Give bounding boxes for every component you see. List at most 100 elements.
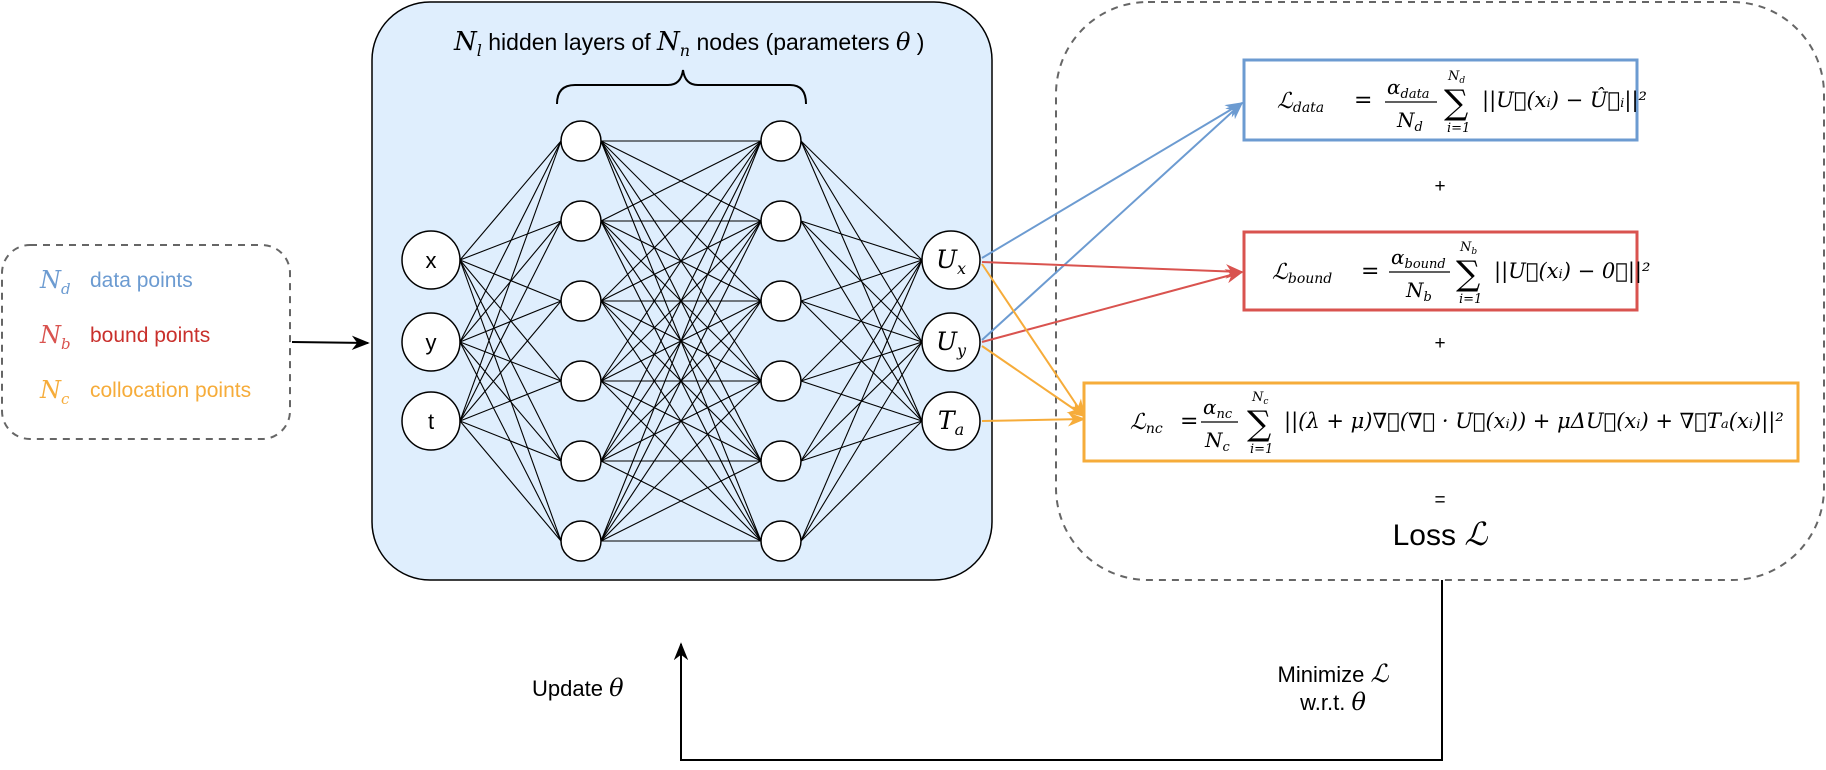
inputs-legend-box [1, 244, 291, 440]
svg-text:||U⃗(xᵢ) − 0⃗||²: ||U⃗(xᵢ) − 0⃗||² [1494, 259, 1650, 284]
hidden-node-layer2-2 [760, 200, 802, 242]
arrow-uy-to-data-loss [981, 101, 1244, 341]
svg-text:x: x [426, 248, 437, 273]
svg-text:Uy: Uy [936, 327, 967, 360]
svg-text:Nc: Nc [1251, 390, 1268, 407]
connection [600, 460, 762, 542]
connection [459, 140, 562, 422]
bound-loss-formula: ℒbound = αbound Nb Nb ∑ i=1 ||U⃗(xᵢ) − 0… [1272, 240, 1650, 307]
arrow-ux-to-nc-loss [981, 263, 1086, 418]
connection [600, 300, 762, 542]
svg-text:=: = [1180, 409, 1198, 434]
arrow-ta-to-nc-loss [981, 412, 1086, 427]
network-connections [459, 140, 923, 542]
connection [600, 140, 762, 462]
legend-bound-label: bound points [90, 324, 210, 347]
connection [459, 420, 562, 542]
connection [800, 341, 923, 542]
connection [800, 220, 923, 261]
arrow-inputs-to-network [291, 335, 370, 350]
connection [600, 140, 762, 302]
svg-text:Ux: Ux [936, 245, 966, 278]
connection [600, 140, 762, 222]
connection [800, 259, 923, 302]
hidden-node-layer2-3 [760, 280, 802, 322]
bound-loss-box [1242, 230, 1639, 312]
svg-text:Ta: Ta [938, 406, 964, 439]
svg-text:Nd: Nd [1447, 69, 1465, 86]
svg-text:||U⃗(xᵢ) − Û⃗ᵢ||²: ||U⃗(xᵢ) − Û⃗ᵢ||² [1482, 87, 1647, 113]
legend-data-points: Nd data points [39, 266, 193, 298]
connection [800, 259, 923, 462]
total-loss-label: Loss ℒ [1393, 515, 1489, 553]
input-node-y: y [401, 312, 461, 372]
hidden-node-layer1-4 [560, 360, 602, 402]
hidden-layers [560, 120, 802, 562]
hidden-layers-brace [556, 69, 807, 105]
connection [600, 140, 762, 382]
data-loss-box [1242, 58, 1639, 142]
connection [459, 300, 562, 422]
svg-text:Nb: Nb [1405, 278, 1432, 305]
minimize-loss-label: Minimize ℒ [1278, 659, 1390, 688]
output-node-ux: Ux [921, 230, 981, 290]
legend-collocation-points: Nc collocation points [39, 376, 251, 408]
svg-text:αnc: αnc [1203, 395, 1233, 422]
svg-text:αdata: αdata [1387, 75, 1430, 102]
svg-text:αbound: αbound [1391, 245, 1446, 272]
connection [600, 140, 762, 542]
arrow-ux-to-data-loss [981, 102, 1244, 259]
plus-sign-2: + [1434, 333, 1445, 354]
network-title: Nl hidden layers of Nn nodes (parameters… [453, 27, 924, 60]
svg-text:i=1: i=1 [1447, 121, 1470, 136]
svg-text:∑: ∑ [1444, 83, 1468, 123]
connection [459, 380, 562, 422]
hidden-node-layer2-4 [760, 360, 802, 402]
wrt-theta-label: w.r.t. θ [1299, 688, 1366, 716]
svg-text:t: t [428, 409, 434, 434]
svg-text:ℒdata: ℒdata [1277, 89, 1324, 116]
arrow-uy-to-nc-loss [981, 345, 1086, 418]
svg-text:ℒnc: ℒnc [1130, 410, 1163, 437]
hidden-node-layer1-2 [560, 200, 602, 242]
connection [800, 140, 923, 343]
svg-text:i=1: i=1 [1459, 292, 1482, 307]
svg-text:Nb: Nb [1459, 240, 1477, 257]
svg-text:Nd: Nd [39, 266, 71, 298]
hidden-node-layer2-1 [760, 120, 802, 162]
svg-text:=: = [1354, 88, 1372, 113]
data-loss-formula: ℒdata = αdata Nd Nd ∑ i=1 ||U⃗(xᵢ) − Û⃗ᵢ… [1277, 69, 1647, 136]
connection [459, 140, 562, 261]
equals-sign: = [1434, 490, 1445, 511]
svg-text:ℒbound: ℒbound [1272, 260, 1332, 287]
update-theta-label: Update θ [532, 674, 624, 702]
arrow-ux-to-bound-loss [981, 261, 1244, 279]
connection [459, 140, 562, 343]
hidden-node-layer1-6 [560, 520, 602, 562]
legend-colloc-symbol: N [39, 376, 62, 404]
svg-text:Nc: Nc [1204, 428, 1231, 455]
connection [459, 420, 562, 462]
connection [600, 220, 762, 542]
legend-data-symbol: N [39, 266, 62, 294]
svg-text:Nb: Nb [39, 321, 71, 353]
connection [800, 140, 923, 261]
connection [459, 220, 562, 422]
legend-bound-sub: b [61, 335, 71, 353]
connection [600, 380, 762, 542]
input-node-t: t [401, 391, 461, 451]
svg-text:Nd: Nd [1396, 108, 1423, 135]
connection [800, 300, 923, 343]
input-node-x: x [401, 230, 461, 290]
legend-bound-symbol: N [39, 321, 62, 349]
nc-loss-formula: ℒnc = αnc Nc Nc ∑ i=1 ||(λ + μ)∇⃗(∇⃗ · U… [1130, 390, 1784, 457]
svg-text:Nc: Nc [39, 376, 70, 408]
hidden-node-layer1-5 [560, 440, 602, 482]
connection [800, 220, 923, 343]
svg-text:i=1: i=1 [1250, 442, 1273, 457]
feedback-arrow [673, 580, 1443, 761]
plus-sign-1: + [1434, 176, 1445, 197]
network-box [371, 1, 993, 581]
connection [800, 259, 923, 542]
output-node-ta: Ta [921, 391, 981, 451]
